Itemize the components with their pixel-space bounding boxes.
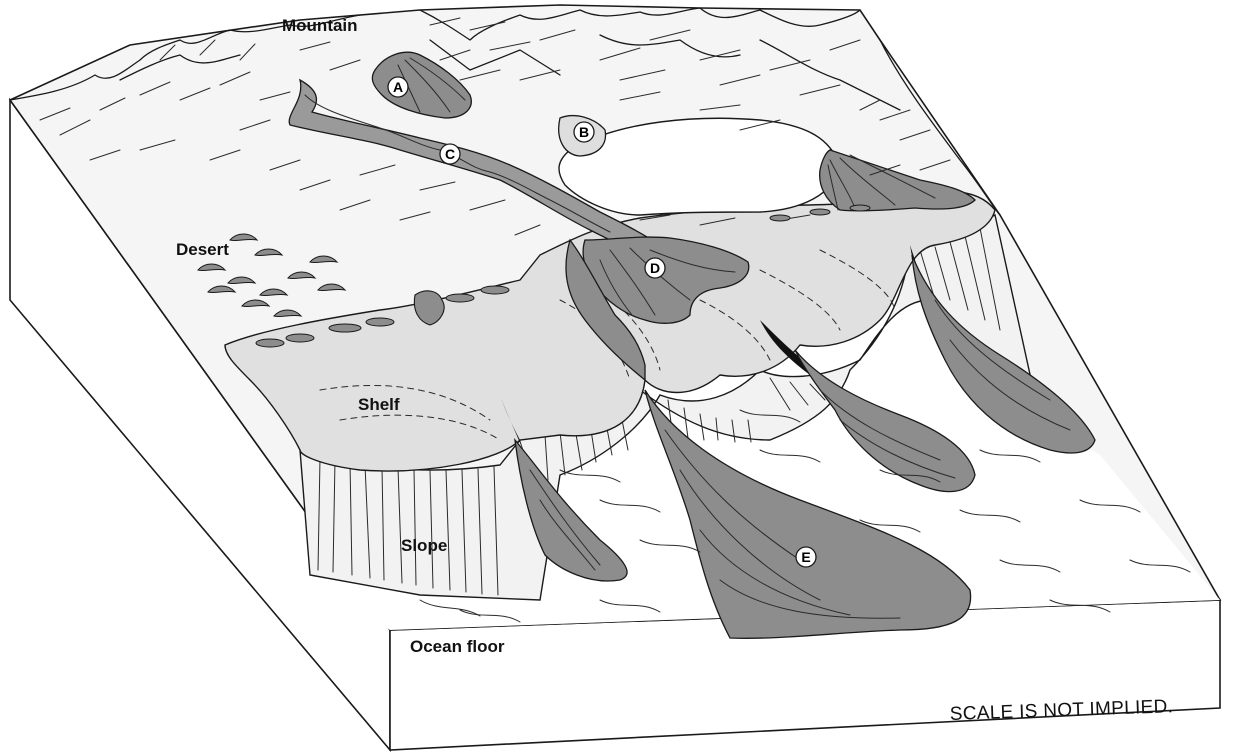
marker-d-label: D	[650, 260, 660, 276]
label-ocean-floor: Ocean floor	[410, 637, 505, 656]
marker-b-label: B	[579, 124, 589, 140]
label-mountain: Mountain	[282, 16, 358, 35]
label-slope: Slope	[401, 536, 447, 555]
label-desert: Desert	[176, 240, 229, 259]
marker-d: D	[645, 258, 665, 278]
marker-c-label: C	[445, 146, 455, 162]
marker-b: B	[574, 122, 594, 142]
marker-a-label: A	[393, 79, 403, 95]
marker-a: A	[388, 77, 408, 97]
marker-e: E	[796, 547, 816, 567]
label-shelf: Shelf	[358, 395, 400, 414]
marker-c: C	[440, 144, 460, 164]
marker-e-label: E	[801, 549, 810, 565]
